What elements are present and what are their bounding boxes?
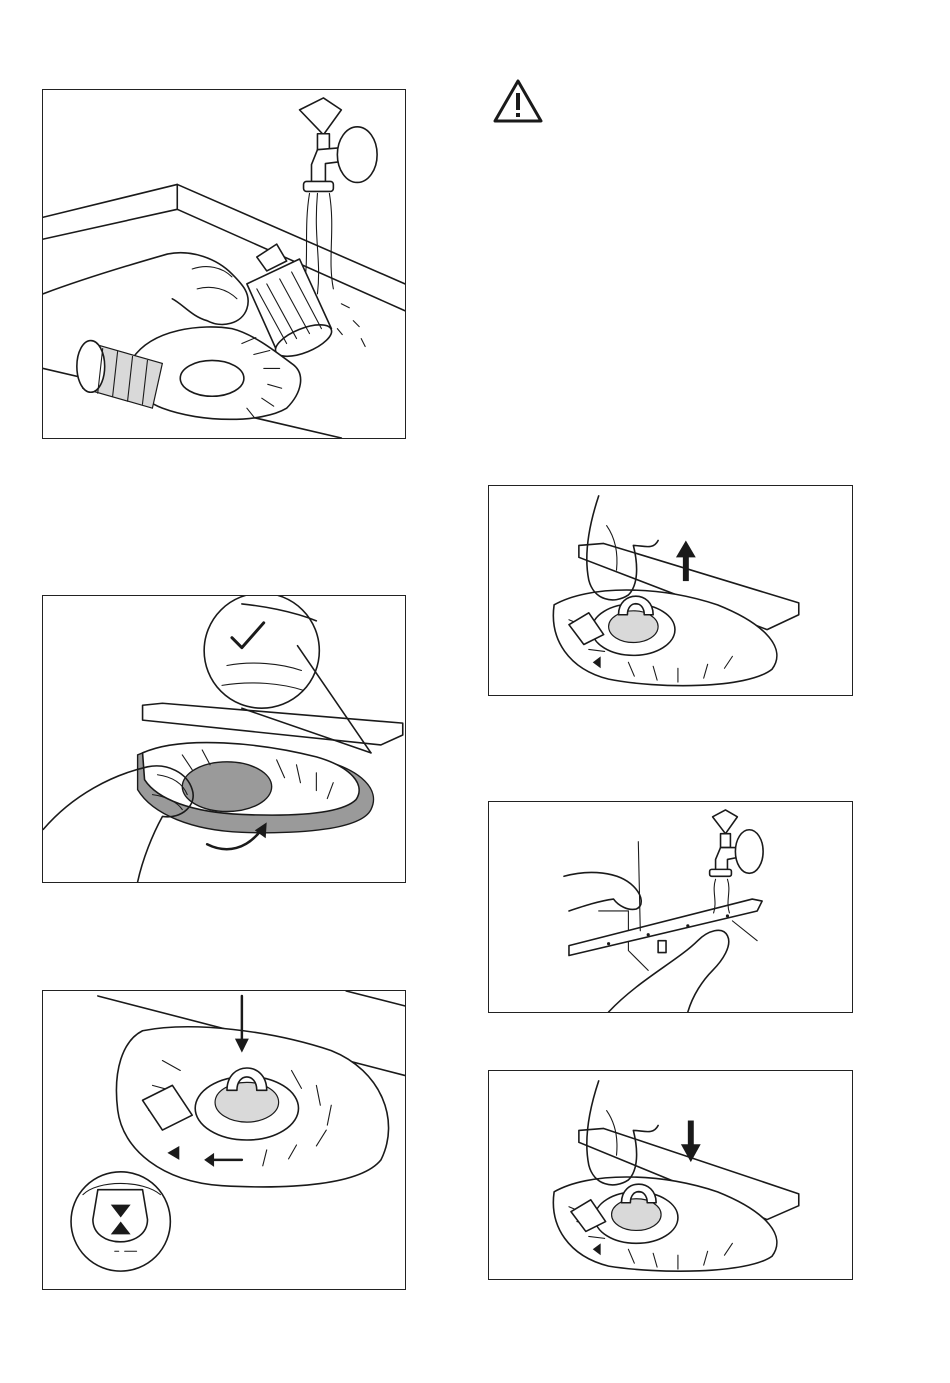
warning-triangle-icon [492,78,544,124]
push-on-lower-spray-arm-illustration [489,1071,852,1279]
figure-refit-spray-arm [488,1070,853,1280]
insert-and-lock-filters-illustration [43,991,405,1289]
figure-lock-filters [42,990,406,1290]
rinse-filter-under-tap-illustration [43,90,405,438]
clean-spray-arm-holes-illustration [489,802,852,1012]
pull-off-lower-spray-arm-illustration [489,486,852,695]
figure-flat-filter [42,595,406,883]
figure-remove-spray-arm [488,485,853,696]
figure-clean-spray-arm [488,801,853,1013]
figure-rinse-filter [42,89,406,439]
place-flat-filter-illustration [43,596,405,882]
